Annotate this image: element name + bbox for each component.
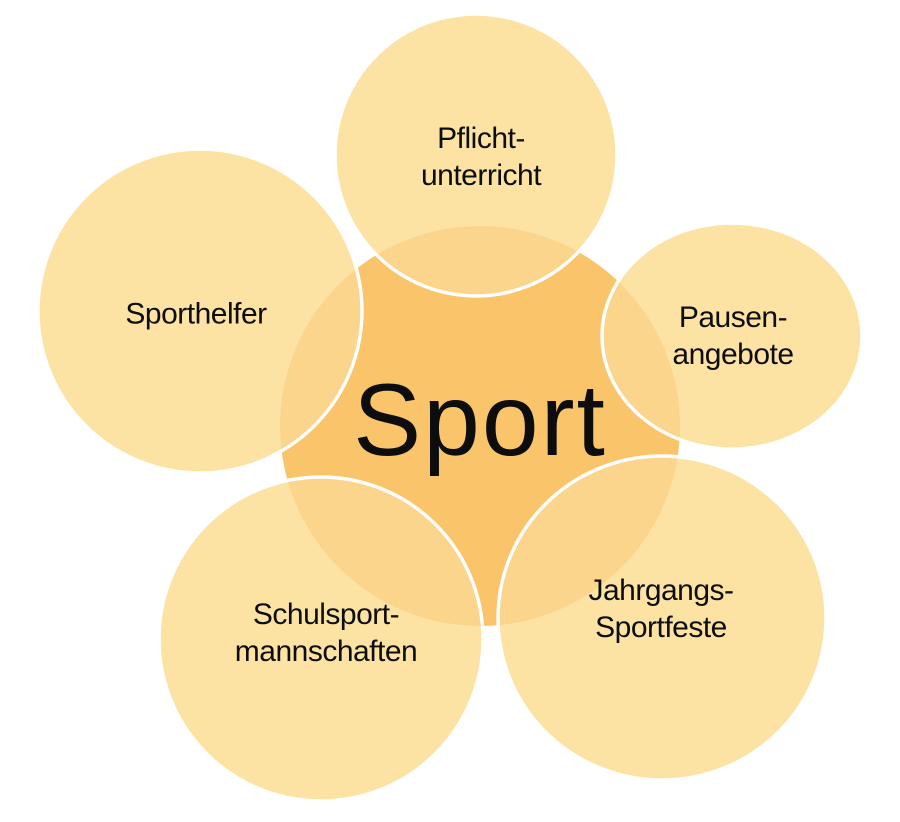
outline-schulsportmannschaften	[157, 475, 485, 803]
outline-jahrgangs-sportfeste	[496, 454, 828, 782]
satellite-circle-pflichtunterricht	[335, 14, 617, 296]
overlap-schulsportmannschaften	[280, 477, 483, 626]
satellite-circle-sporthelfer	[38, 149, 362, 473]
outline-pausenangebote	[600, 221, 864, 451]
outline-sporthelfer	[36, 147, 364, 475]
outline-pflichtunterricht	[333, 12, 619, 298]
